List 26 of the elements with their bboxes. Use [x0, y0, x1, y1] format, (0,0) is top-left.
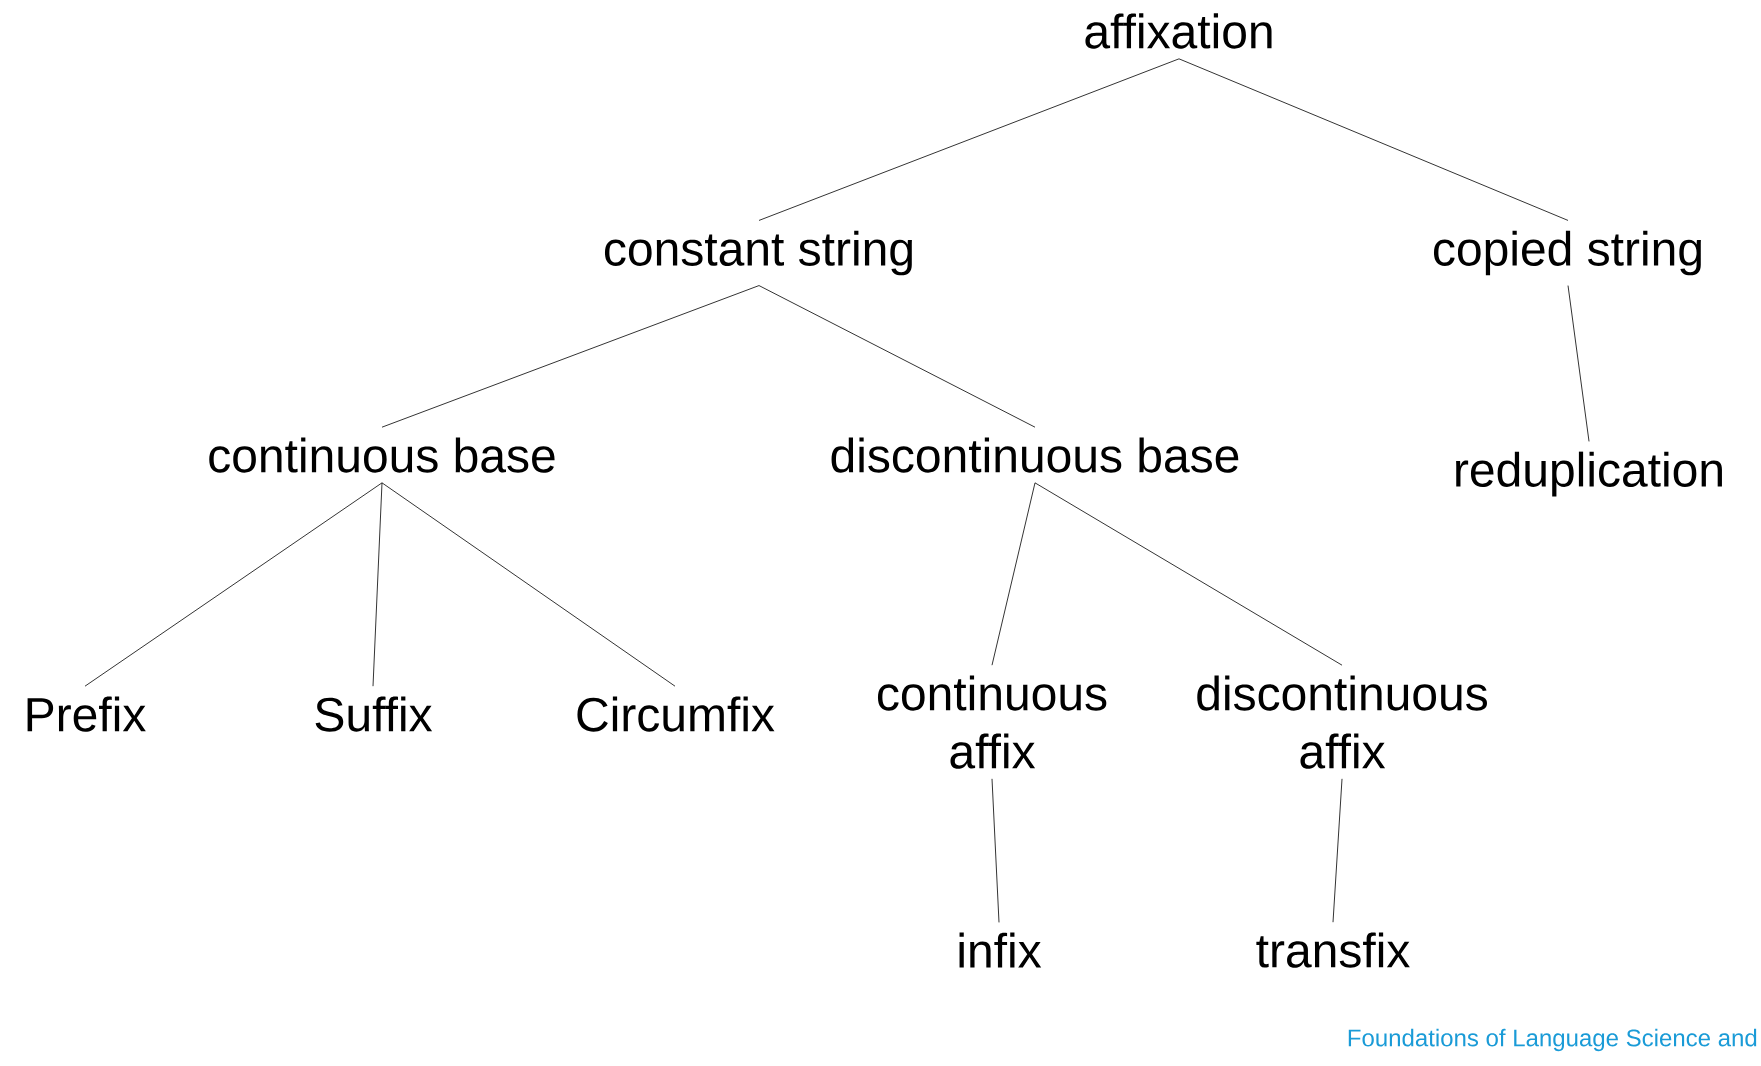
tree-label: continuous base — [209, 437, 555, 473]
tree-line — [758, 58, 1180, 221]
tree-line — [84, 482, 383, 687]
tree-label: Prefix — [27, 696, 146, 732]
tree-label: constant string — [604, 230, 912, 276]
tree-line — [1567, 285, 1590, 442]
tree-label: discontinuous base — [831, 437, 1239, 473]
tree-label: infix — [959, 932, 1042, 968]
tree-label: continuous affix — [877, 675, 1107, 769]
tree-line — [1034, 482, 1343, 666]
tree-line — [381, 285, 760, 428]
tree-line — [758, 285, 1036, 428]
tree-label: affixation — [1085, 13, 1272, 49]
tree-line — [1332, 778, 1343, 923]
tree-line — [1178, 58, 1569, 221]
tree-line — [991, 778, 1000, 923]
tree-label: reduplication — [1456, 451, 1722, 497]
tree-line — [991, 482, 1036, 666]
footer-text: Foundations of Language Science and — [1348, 1028, 1757, 1052]
tree-line — [372, 482, 383, 687]
tree-label: discontinuous affix — [1197, 675, 1487, 769]
tree-label: Suffix — [315, 696, 433, 732]
tree-line — [381, 482, 676, 687]
tree-label: Circumfix — [577, 696, 775, 732]
tree-label: transfix — [1256, 932, 1410, 968]
tree-label: copied string — [1434, 230, 1701, 276]
